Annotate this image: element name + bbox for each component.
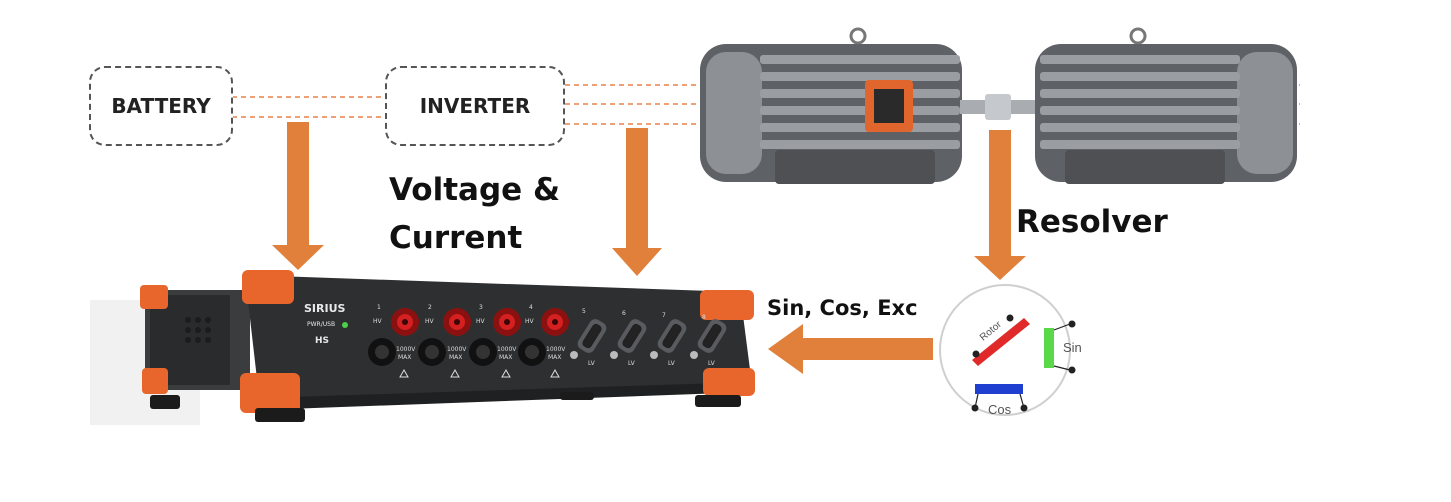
hv-black-terminals bbox=[368, 338, 546, 366]
channel-rating: MAX bbox=[499, 354, 513, 361]
cos-label: Cos bbox=[988, 402, 1012, 417]
channel-number: 7 bbox=[662, 312, 666, 319]
device-corner bbox=[703, 368, 755, 396]
voltage-current-label-line1: Voltage & bbox=[389, 172, 560, 208]
rotor-bar bbox=[972, 318, 1030, 366]
cos-bar bbox=[975, 384, 1023, 394]
motor-left bbox=[700, 27, 962, 184]
channel-rating: 1000V bbox=[546, 346, 566, 353]
lv-connectors bbox=[570, 319, 727, 359]
arrow-battery-to-device bbox=[272, 122, 324, 270]
channel-rating: MAX bbox=[449, 354, 463, 361]
device-corner bbox=[242, 270, 294, 304]
channel-type: HV bbox=[525, 318, 534, 325]
device-power-label: PWR/USB bbox=[307, 321, 336, 328]
battery-label: BATTERY bbox=[111, 94, 211, 118]
channel-type: LV bbox=[588, 360, 595, 367]
channel-type: HV bbox=[476, 318, 485, 325]
channel-number: 3 bbox=[479, 304, 483, 311]
arrow-motor-to-resolver bbox=[974, 130, 1026, 280]
channel-type: LV bbox=[668, 360, 675, 367]
channel-number: 2 bbox=[428, 304, 432, 311]
daq-device bbox=[90, 270, 755, 425]
device-model: HS bbox=[315, 336, 330, 346]
device-corner bbox=[240, 373, 300, 413]
channel-number: 8 bbox=[702, 314, 706, 321]
channel-number: 1 bbox=[377, 304, 381, 311]
arrow-inverter-to-device bbox=[612, 128, 662, 276]
coupling-shaft bbox=[960, 94, 1040, 120]
channel-rating: MAX bbox=[548, 354, 562, 361]
channel-type: HV bbox=[425, 318, 434, 325]
resolver-label: Resolver bbox=[1016, 204, 1168, 240]
channel-number: 5 bbox=[582, 308, 586, 315]
inverter-block: INVERTER bbox=[385, 66, 565, 146]
channel-number: 6 bbox=[622, 310, 626, 317]
channel-rating: MAX bbox=[398, 354, 412, 361]
battery-block: BATTERY bbox=[89, 66, 233, 146]
channel-rating: 1000V bbox=[447, 346, 467, 353]
device-corner bbox=[700, 290, 754, 320]
resolver-schematic bbox=[939, 284, 1076, 416]
motor-right bbox=[1035, 27, 1297, 184]
channel-rating: 1000V bbox=[396, 346, 416, 353]
device-brand: SIRIUS bbox=[304, 302, 346, 315]
channel-number: 4 bbox=[529, 304, 533, 311]
power-led bbox=[342, 322, 348, 328]
sin-label: Sin bbox=[1063, 340, 1082, 355]
inverter-label: INVERTER bbox=[419, 94, 531, 118]
channel-rating: 1000V bbox=[497, 346, 517, 353]
channel-type: HV bbox=[373, 318, 382, 325]
channel-type: LV bbox=[708, 360, 715, 367]
arrow-resolver-to-device bbox=[768, 324, 933, 374]
signals-label: Sin, Cos, Exc bbox=[767, 296, 918, 320]
hv-red-terminals bbox=[391, 308, 569, 336]
voltage-current-label-line2: Current bbox=[389, 220, 523, 256]
sin-bar bbox=[1044, 328, 1054, 368]
channel-type: LV bbox=[628, 360, 635, 367]
